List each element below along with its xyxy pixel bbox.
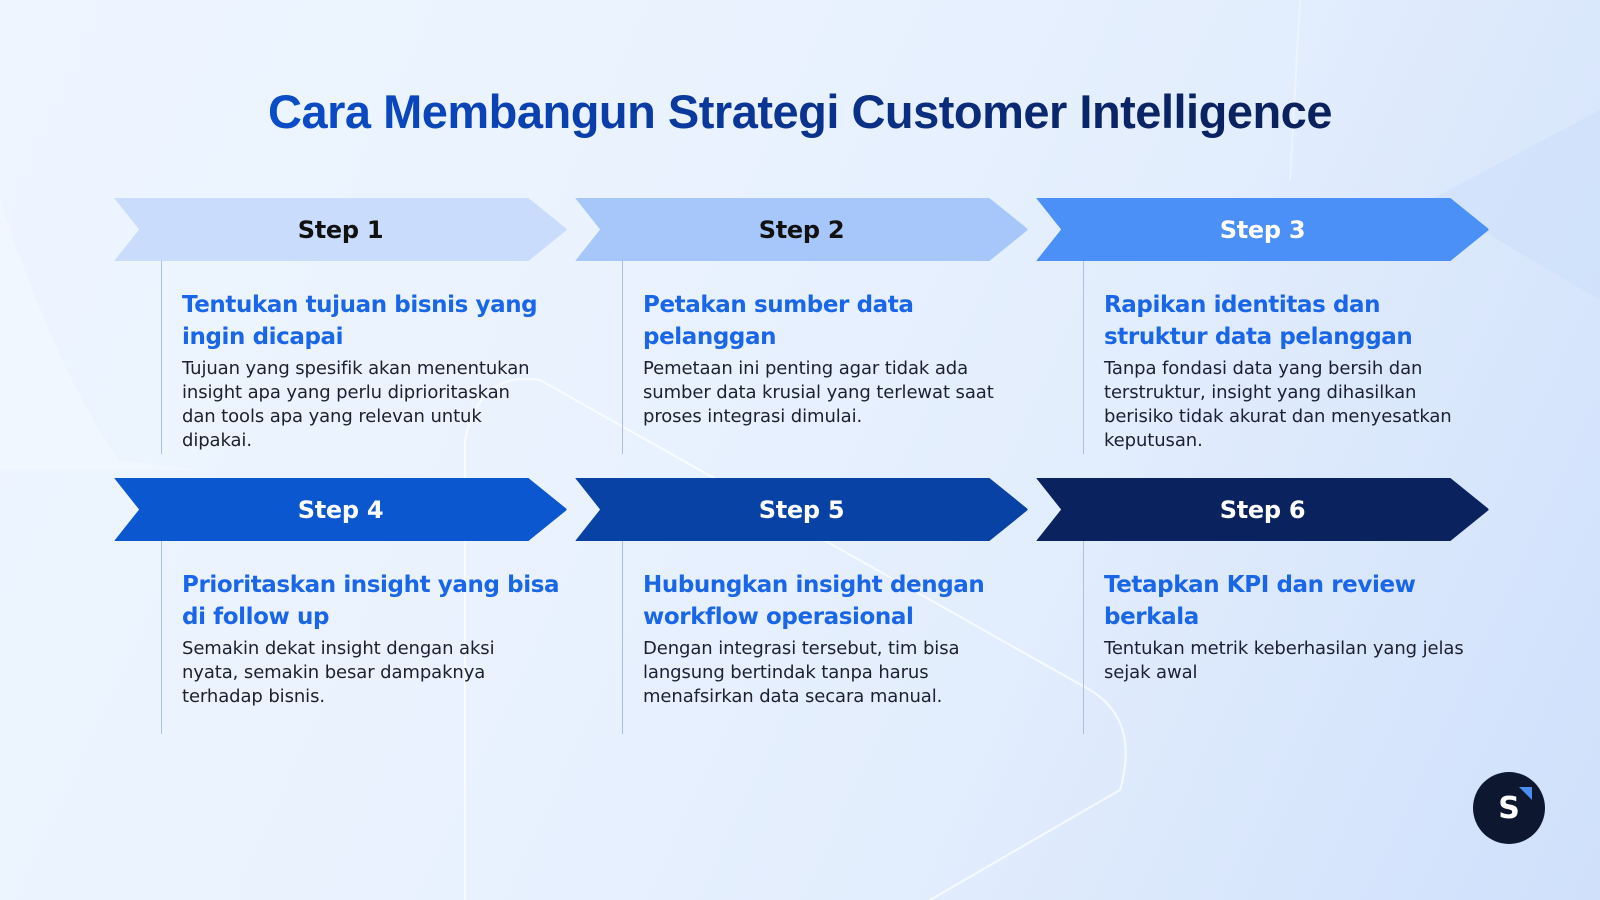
step-3-content: Rapikan identitas dan struktur data pela… <box>1083 261 1490 454</box>
chevron-arrow-icon <box>575 198 1028 261</box>
slide-title: Cara Membangun Strategi Customer Intelli… <box>0 84 1600 139</box>
chevron-arrow-icon <box>114 198 567 261</box>
chevron-arrow-icon <box>1036 198 1489 261</box>
step-5-chevron: Step 5 <box>574 478 1029 541</box>
step-5: Step 5 Hubungkan insight dengan workflow… <box>574 478 1029 734</box>
step-6-title: Tetapkan KPI dan review berkala <box>1104 572 1416 630</box>
logo-letter: S <box>1498 790 1520 826</box>
step-1-description: Tujuan yang spesifik akan menentukan ins… <box>182 358 530 451</box>
step-6-content: Tetapkan KPI dan review berkala Tentukan… <box>1083 541 1490 734</box>
step-4-title: Prioritaskan insight yang bisa di follow… <box>182 572 560 630</box>
logo-accent-triangle-icon <box>1519 787 1532 800</box>
step-3-title: Rapikan identitas dan struktur data pela… <box>1104 292 1413 350</box>
chevron-arrow-icon <box>114 478 567 541</box>
step-5-label: Step 5 <box>758 495 845 524</box>
step-5-content: Hubungkan insight dengan workflow operas… <box>622 541 1029 734</box>
step-2-content: Petakan sumber data pelanggan Pemetaan i… <box>622 261 1029 454</box>
step-1-label: Step 1 <box>297 215 384 244</box>
step-1-content: Tentukan tujuan bisnis yang ingin dicapa… <box>161 261 568 454</box>
step-2-label: Step 2 <box>758 215 845 244</box>
step-2-chevron: Step 2 <box>574 198 1029 261</box>
step-3-description: Tanpa fondasi data yang bersih dan terst… <box>1104 358 1452 451</box>
step-4-content: Prioritaskan insight yang bisa di follow… <box>161 541 568 734</box>
step-6-label: Step 6 <box>1219 495 1306 524</box>
chevron-arrow-icon <box>575 478 1028 541</box>
step-4-label: Step 4 <box>297 495 384 524</box>
step-4: Step 4 Prioritaskan insight yang bisa di… <box>113 478 568 734</box>
brand-logo-icon: S <box>1473 772 1545 844</box>
step-3-label: Step 3 <box>1219 215 1306 244</box>
step-3: Step 3 Rapikan identitas dan struktur da… <box>1035 198 1490 454</box>
step-5-description: Dengan integrasi tersebut, tim bisa lang… <box>643 638 960 707</box>
step-3-chevron: Step 3 <box>1035 198 1490 261</box>
step-2-title: Petakan sumber data pelanggan <box>643 292 914 350</box>
step-1: Step 1 Tentukan tujuan bisnis yang ingin… <box>113 198 568 454</box>
step-5-title: Hubungkan insight dengan workflow operas… <box>643 572 985 630</box>
chevron-arrow-icon <box>1036 478 1489 541</box>
step-1-title: Tentukan tujuan bisnis yang ingin dicapa… <box>182 292 538 350</box>
step-4-chevron: Step 4 <box>113 478 568 541</box>
step-6: Step 6 Tetapkan KPI dan review berkala T… <box>1035 478 1490 734</box>
step-4-description: Semakin dekat insight dengan aksi nyata,… <box>182 638 495 707</box>
step-6-description: Tentukan metrik keberhasilan yang jelas … <box>1104 638 1464 683</box>
step-2: Step 2 Petakan sumber data pelanggan Pem… <box>574 198 1029 454</box>
step-1-chevron: Step 1 <box>113 198 568 261</box>
step-6-chevron: Step 6 <box>1035 478 1490 541</box>
step-2-description: Pemetaan ini penting agar tidak ada sumb… <box>643 358 994 427</box>
